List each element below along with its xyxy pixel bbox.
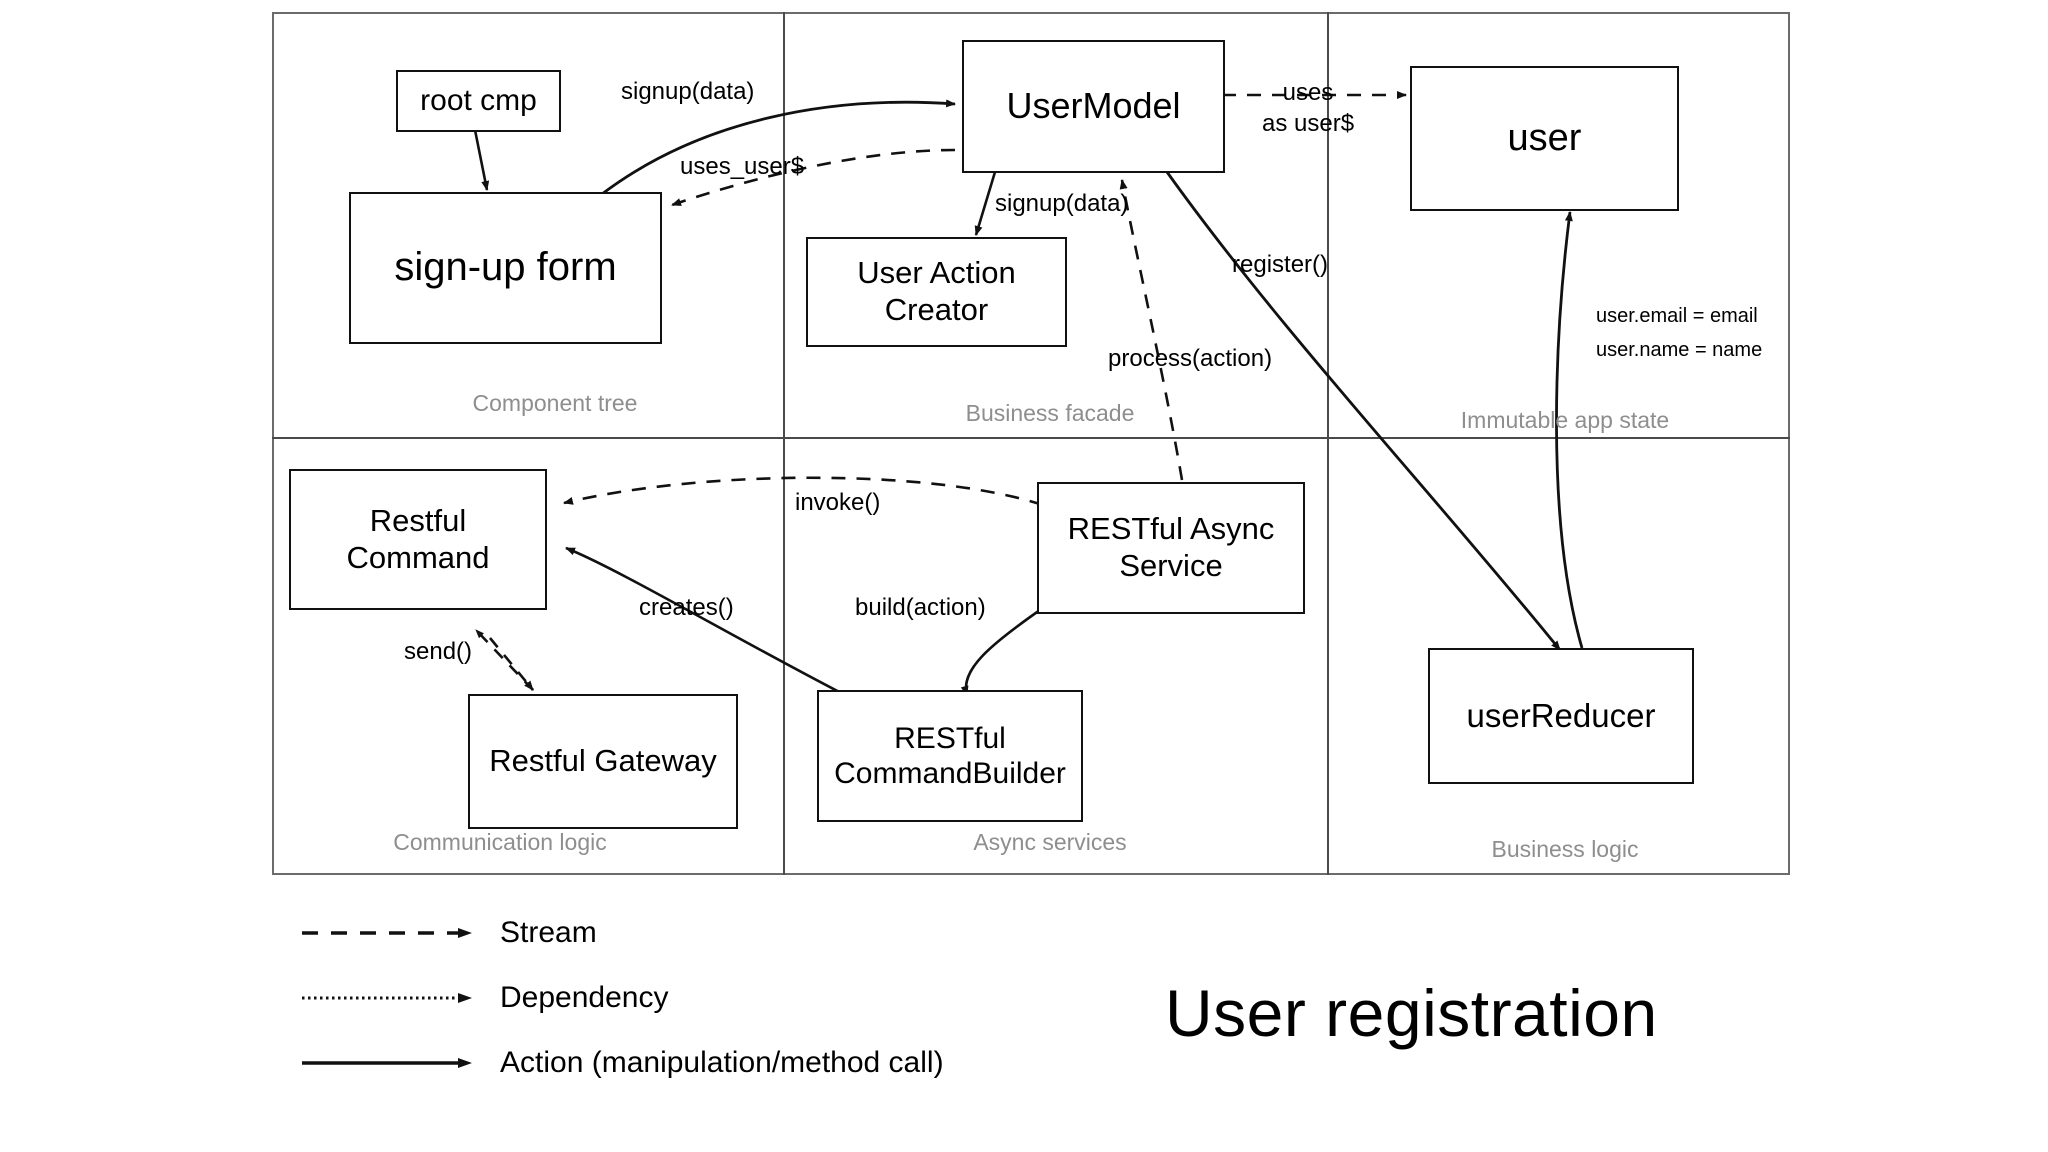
node-user-model-label: UserModel <box>1006 85 1181 127</box>
edge-label-uses-user-stream: uses_user$ <box>680 153 805 180</box>
node-restful-gateway-label: Restful Gateway <box>489 743 717 779</box>
edge-label-build-action: build(action) <box>855 594 986 621</box>
node-user-label: user <box>1507 117 1582 160</box>
legend-swatch-action <box>300 1055 480 1071</box>
legend-swatch-dependency <box>300 990 480 1006</box>
node-restful-command-label: Restful Command <box>346 502 490 575</box>
node-user-action-creator-label: User Action Creator <box>857 255 1016 327</box>
node-user-model[interactable]: UserModel <box>962 40 1225 173</box>
legend-row-stream: Stream <box>300 900 1060 965</box>
zone-label-immutable-app-state: Immutable app state <box>1460 407 1670 433</box>
edge-label-send: send() <box>404 638 473 665</box>
legend-swatch-stream <box>300 925 480 941</box>
edge-label-signup-data-creator: signup(data) <box>995 190 1129 217</box>
zone-label-async-services: Async services <box>973 829 1127 855</box>
zone-label-component-tree: Component tree <box>472 390 638 416</box>
node-user-action-creator[interactable]: User Action Creator <box>806 237 1067 347</box>
zone-label-communication-logic: Communication logic <box>393 829 607 855</box>
zone-divider-horizontal <box>272 437 1790 439</box>
legend-label-dependency: Dependency <box>500 980 669 1014</box>
node-sign-up-form-label: sign-up form <box>394 245 617 290</box>
zone-divider-vertical-2 <box>1327 12 1329 875</box>
zone-label-business-logic: Business logic <box>1491 836 1639 862</box>
zone-divider-vertical-1 <box>783 12 785 875</box>
node-restful-gateway[interactable]: Restful Gateway <box>468 694 738 829</box>
node-restful-async-service[interactable]: RESTful Async Service <box>1037 482 1305 614</box>
edge-label-register: register() <box>1232 251 1329 278</box>
legend-label-action: Action (manipulation/method call) <box>500 1045 944 1079</box>
legend-row-action: Action (manipulation/method call) <box>300 1030 1060 1095</box>
legend-label-stream: Stream <box>500 915 597 949</box>
node-restful-command[interactable]: Restful Command <box>289 469 547 610</box>
edge-label-creates: creates() <box>639 594 734 621</box>
node-restful-command-builder[interactable]: RESTful CommandBuilder <box>817 690 1083 822</box>
node-root-cmp-label: root cmp <box>420 84 537 118</box>
node-root-cmp[interactable]: root cmp <box>396 70 561 132</box>
node-restful-command-builder-label: RESTful CommandBuilder <box>834 721 1066 790</box>
edge-label-invoke: invoke() <box>795 489 881 516</box>
edge-label-uses-as-user: uses as user$ <box>1262 79 1355 137</box>
legend: Stream Dependency Action (manipulation/m… <box>300 900 1060 1095</box>
node-user[interactable]: user <box>1410 66 1679 211</box>
zone-label-business-facade: Business facade <box>965 400 1135 426</box>
annotation-user-name-assign: user.name = name <box>1596 339 1763 361</box>
node-user-reducer-label: userReducer <box>1466 696 1656 734</box>
annotation-user-email-assign: user.email = email <box>1596 305 1758 327</box>
edge-label-signup-data-form: signup(data) <box>621 78 755 105</box>
edge-label-process-action: process(action) <box>1108 345 1273 372</box>
legend-row-dependency: Dependency <box>300 965 1060 1030</box>
node-sign-up-form[interactable]: sign-up form <box>349 192 662 344</box>
node-restful-async-service-label: RESTful Async Service <box>1067 511 1275 583</box>
zone-grid-frame <box>272 12 1790 875</box>
page-title: User registration <box>1165 976 1658 1050</box>
node-user-reducer[interactable]: userReducer <box>1428 648 1694 784</box>
